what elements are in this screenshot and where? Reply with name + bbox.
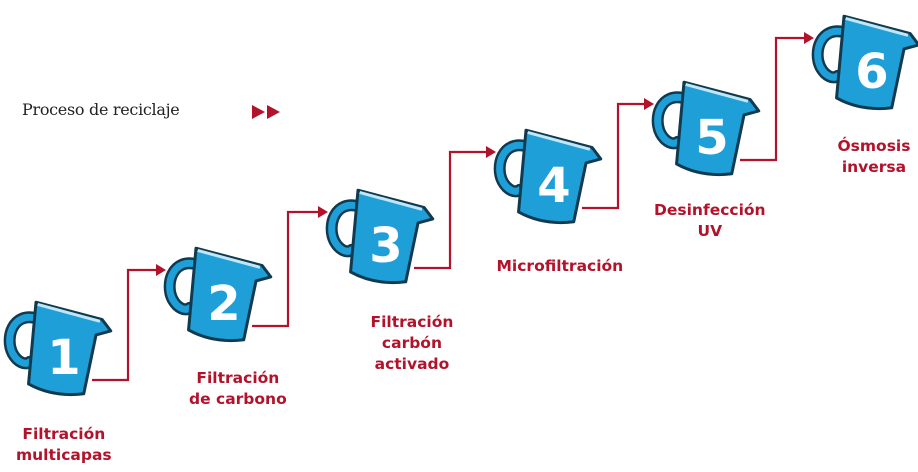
step-label: Filtración carbón activado: [370, 313, 454, 373]
pitcher-icon: 3: [325, 188, 435, 285]
connector-line: [92, 268, 158, 382]
pitcher-icon: 1: [3, 300, 113, 397]
step-label: Ósmosis inversa: [837, 137, 911, 176]
step-number: 6: [855, 44, 888, 100]
connector-arrowhead: [486, 146, 496, 158]
step-label: Filtración multicapas: [16, 425, 112, 464]
connector-arrowhead: [804, 32, 814, 44]
pitcher-icon: 5: [651, 80, 761, 177]
diagram-title: Proceso de reciclaje: [22, 100, 180, 119]
step-number: 1: [47, 330, 80, 386]
connector-arrowhead: [644, 98, 654, 110]
connector-arrowhead: [156, 264, 166, 276]
step-label: Filtración de carbono: [189, 369, 287, 408]
step-number: 5: [695, 110, 728, 166]
connector-line: [414, 150, 488, 270]
connector-arrowhead: [318, 206, 328, 218]
connector-line: [740, 36, 806, 162]
connector-line: [582, 102, 646, 210]
step-number: 3: [369, 218, 402, 274]
step-label: Microfiltración: [496, 257, 624, 275]
pitcher-icon: 2: [163, 246, 273, 343]
double-triangle-right-icon: [252, 105, 280, 119]
step-label: Desinfección UV: [654, 201, 766, 240]
pitcher-icon: 4: [493, 128, 603, 225]
step-number: 2: [207, 276, 240, 332]
step-number: 4: [537, 158, 570, 214]
connector-line: [252, 210, 320, 328]
pitcher-icon: 6: [811, 14, 918, 111]
